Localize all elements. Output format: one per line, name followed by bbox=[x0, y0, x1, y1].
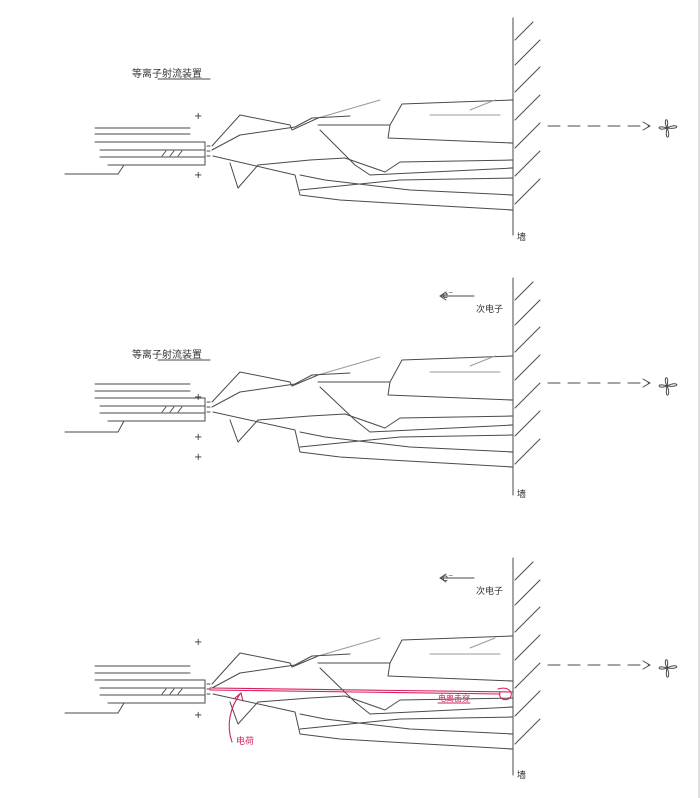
plasma-streamers bbox=[211, 99, 514, 211]
wall: 墙 bbox=[508, 17, 541, 243]
breakdown-channel: 电离击穿 电荷 bbox=[209, 687, 514, 747]
device-label: 等离子射流装置 bbox=[132, 348, 202, 361]
plasma-streamers bbox=[211, 355, 514, 468]
plasma-jet-device bbox=[64, 665, 211, 714]
device-label: 等离子射流装置 bbox=[132, 67, 202, 80]
plasma-jet-device bbox=[64, 127, 211, 175]
wall: 墙 bbox=[508, 557, 541, 781]
plasma-streamers bbox=[211, 635, 514, 750]
charge-plus-bottom: + bbox=[194, 710, 202, 721]
flower-icon bbox=[658, 119, 678, 138]
breakdown-label: 电离击穿 bbox=[438, 693, 470, 703]
wall-label: 墙 bbox=[517, 488, 526, 500]
plasma-jet-device bbox=[64, 383, 211, 433]
charge-plus-bottom: + bbox=[194, 170, 202, 181]
arrowhead bbox=[642, 121, 651, 131]
panel-3: e⁻ 次电子 + + bbox=[64, 557, 678, 781]
charge-plus-middle: + bbox=[194, 432, 202, 443]
electron-label: 次电子 bbox=[476, 585, 503, 597]
charge-label-red: 电荷 bbox=[236, 735, 254, 747]
electron-label: 次电子 bbox=[476, 303, 503, 315]
charge-plus-bottom: + bbox=[194, 452, 202, 463]
wall-label: 墙 bbox=[517, 231, 526, 243]
charge-plus-top: + bbox=[194, 637, 202, 648]
panel-2: e⁻ 次电子 等离子射流装置 + + + bbox=[64, 277, 678, 500]
wall-label: 墙 bbox=[517, 769, 526, 781]
panel-1: 等离子射流装置 + + bbox=[64, 17, 678, 243]
charge-plus-top: + bbox=[194, 111, 202, 122]
flower-icon bbox=[658, 377, 678, 396]
flower-icon bbox=[658, 659, 678, 678]
wall: 墙 bbox=[508, 277, 541, 500]
